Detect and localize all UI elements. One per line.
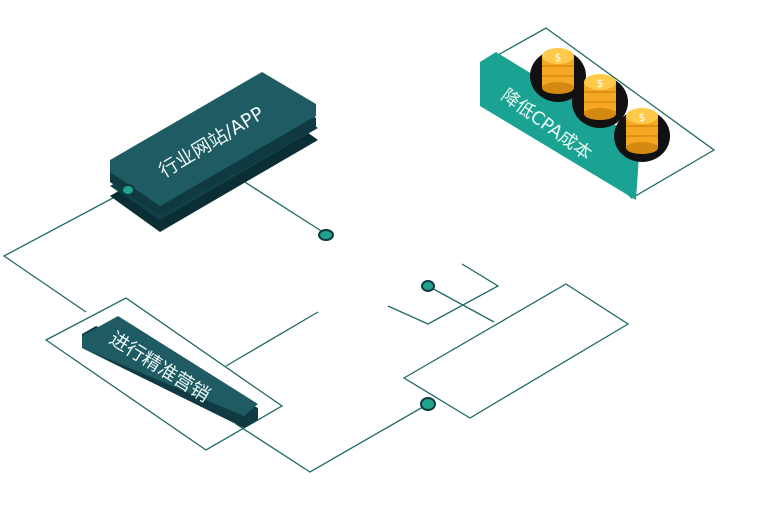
industry-top-face bbox=[110, 72, 316, 206]
connector-lines bbox=[2, 169, 500, 473]
coin-icon: $ bbox=[639, 111, 646, 124]
coin-stack-2: $ bbox=[572, 74, 628, 128]
coin-stack-1-top bbox=[542, 48, 574, 64]
marketing-block: 进行精准营销 bbox=[82, 316, 258, 428]
marketing-block-face bbox=[82, 316, 258, 416]
connector-junction-b bbox=[387, 263, 500, 325]
connector-marketing-center bbox=[225, 311, 319, 367]
node-dot-junction bbox=[421, 280, 435, 292]
connector-left-loop bbox=[2, 189, 129, 313]
node-dot-industry bbox=[121, 184, 135, 196]
connector-bottom-path bbox=[235, 403, 429, 473]
coin-stack-3-top bbox=[626, 108, 658, 124]
coin-icon: $ bbox=[597, 77, 604, 90]
connector-junction-a bbox=[427, 285, 495, 323]
node-dot-center-left bbox=[318, 229, 334, 241]
coin-stacks: $ $ $ bbox=[530, 48, 670, 162]
coin-stack-1: $ bbox=[530, 48, 586, 102]
node-dots bbox=[121, 184, 436, 411]
coin-stack-2-top bbox=[584, 74, 616, 90]
reduce-cpa-panel-face bbox=[480, 52, 640, 200]
node-dot-bottom bbox=[420, 397, 436, 411]
coin-icon: $ bbox=[555, 51, 562, 64]
coin-stack-3: $ bbox=[614, 108, 670, 162]
industry-site-block: 行业网站/APP bbox=[110, 72, 318, 232]
marketing-outline bbox=[44, 297, 284, 451]
network-parallelogram bbox=[402, 283, 630, 419]
